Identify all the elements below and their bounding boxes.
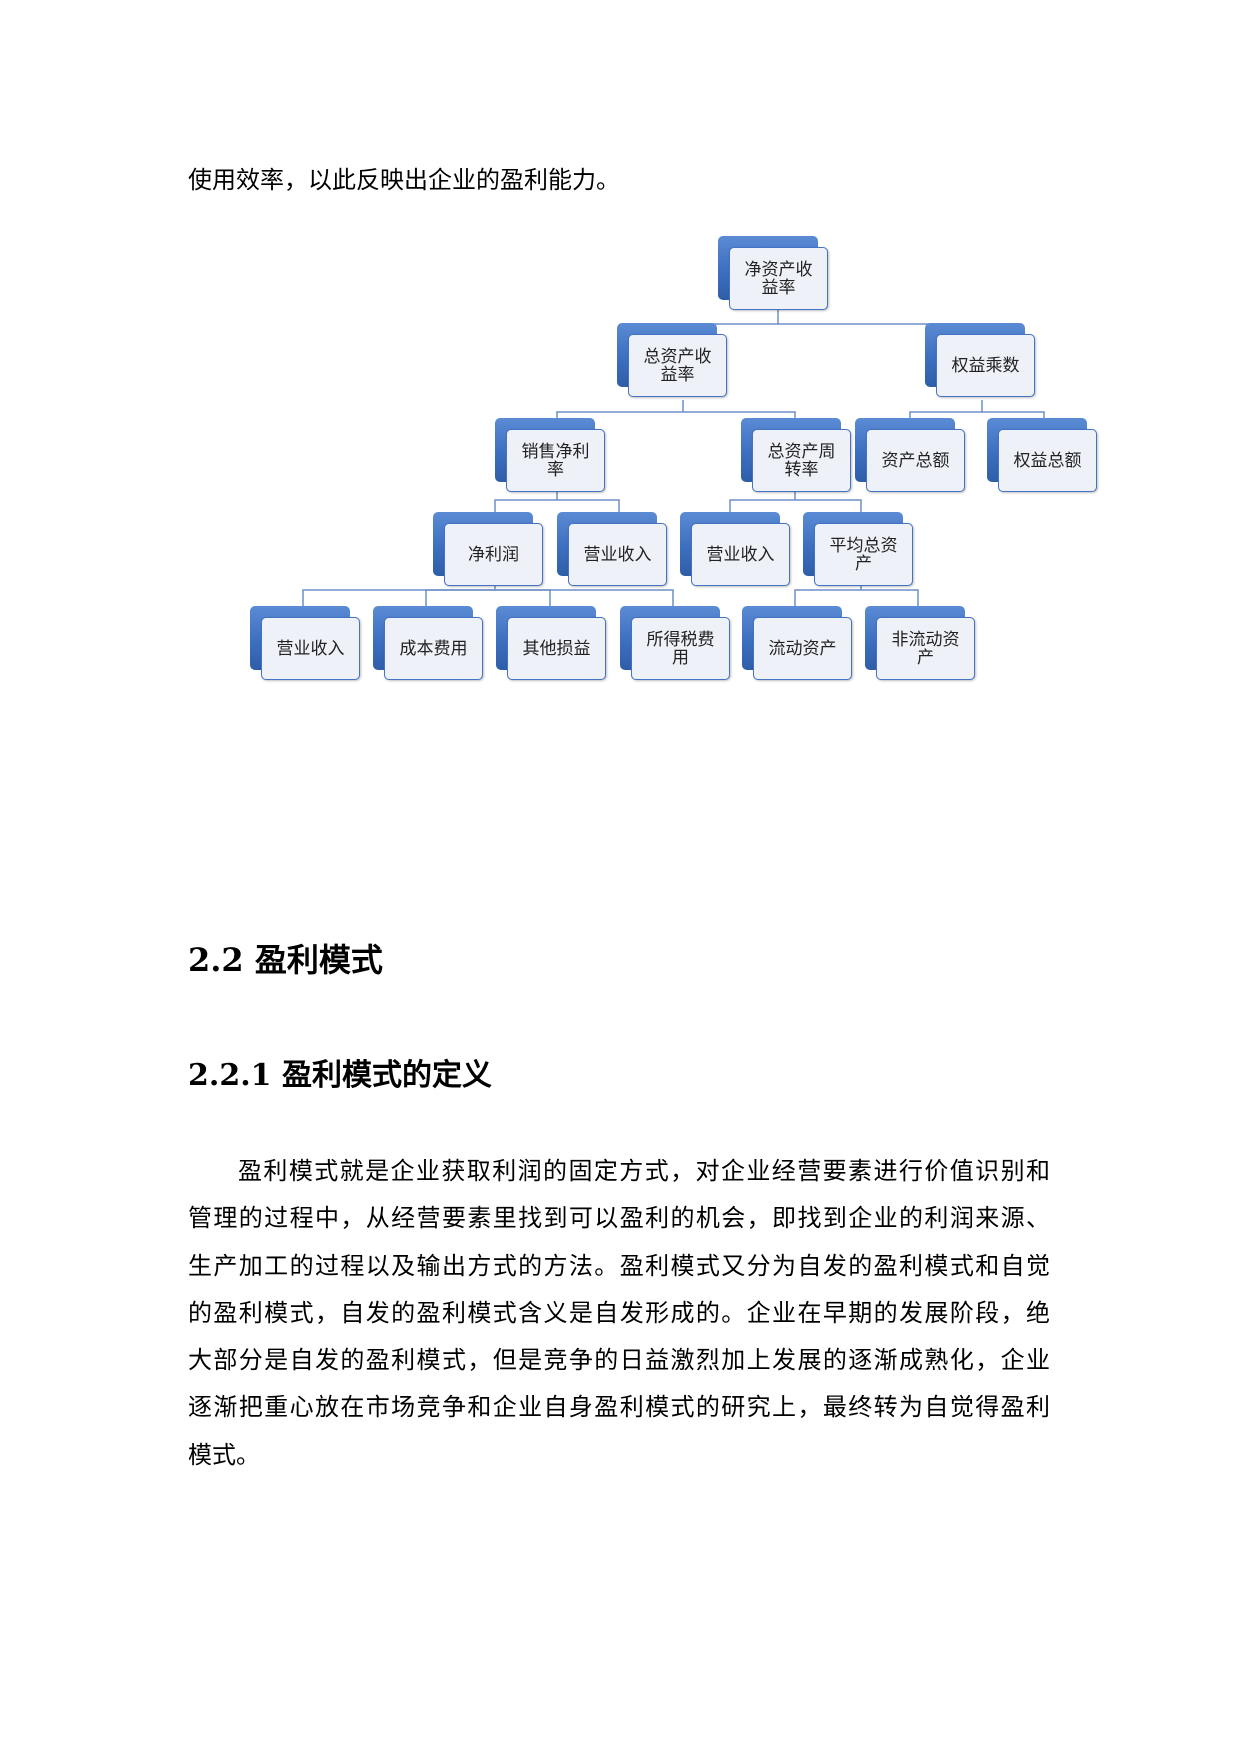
paragraph-line: 的盈利模式，自发的盈利模式含义是自发形成的。企业在早期的发展阶段，绝: [188, 1298, 1050, 1327]
paragraph-line: 逐渐把重心放在市场竞争和企业自身盈利模式的研究上，最终转为自觉得盈利: [188, 1393, 1050, 1422]
node-label: 平均总资产: [829, 535, 898, 574]
node-label: 流动资产: [768, 638, 837, 659]
node-equity-multiplier: 权益乘数: [925, 323, 1035, 397]
node-label: 权益乘数: [951, 355, 1020, 376]
node-label: 总资产收益率: [643, 346, 712, 385]
node-label: 营业收入: [276, 638, 345, 659]
node-label: 成本费用: [399, 638, 468, 659]
node-label: 净利润: [468, 544, 519, 565]
section-heading: 2.2 盈利模式: [188, 941, 383, 979]
paragraph-line: 大部分是自发的盈利模式，但是竞争的日益激烈加上发展的逐渐成熟化，企业: [188, 1346, 1050, 1375]
node-total-asset-return: 总资产收益率: [617, 323, 727, 397]
node-label: 所得税费用: [646, 629, 715, 668]
node-label: 销售净利率: [521, 441, 590, 480]
node-income-tax: 所得税费用: [620, 606, 730, 680]
node-label: 非流动资产: [891, 629, 960, 668]
node-asset-turnover: 总资产周转率: [741, 418, 851, 492]
node-root: 净资产收益率: [718, 236, 828, 310]
node-revenue-c: 营业收入: [250, 606, 360, 680]
node-label: 其他损益: [522, 638, 591, 659]
subsection-heading: 2.2.1 盈利模式的定义: [188, 1058, 492, 1093]
node-revenue-b: 营业收入: [680, 512, 790, 586]
node-revenue-a: 营业收入: [557, 512, 667, 586]
node-label: 营业收入: [583, 544, 652, 565]
node-total-equity: 权益总额: [987, 418, 1097, 492]
node-label: 权益总额: [1013, 450, 1082, 471]
node-label: 营业收入: [706, 544, 775, 565]
node-non-current-assets: 非流动资产: [865, 606, 975, 680]
node-label: 净资产收益率: [744, 259, 813, 298]
paragraph-line: 模式。: [188, 1440, 260, 1469]
paragraph-line: 管理的过程中，从经营要素里找到可以盈利的机会，即找到企业的利润来源、: [188, 1204, 1050, 1233]
node-net-profit: 净利润: [433, 512, 543, 586]
paragraph-line: 盈利模式就是企业获取利润的固定方式，对企业经营要素进行价值识别和: [238, 1157, 1050, 1185]
body-paragraph: 盈利模式就是企业获取利润的固定方式，对企业经营要素进行价值识别和 管理的过程中，…: [188, 1148, 1050, 1479]
intro-line: 使用效率，以此反映出企业的盈利能力。: [188, 166, 620, 194]
node-cost-expense: 成本费用: [373, 606, 483, 680]
node-other-gains-losses: 其他损益: [496, 606, 606, 680]
node-label: 资产总额: [881, 450, 950, 471]
node-current-assets: 流动资产: [742, 606, 852, 680]
node-net-profit-margin: 销售净利率: [495, 418, 605, 492]
node-avg-total-assets: 平均总资产: [803, 512, 913, 586]
paragraph-line: 生产加工的过程以及输出方式的方法。盈利模式又分为自发的盈利模式和自觉: [188, 1251, 1050, 1280]
node-label: 总资产周转率: [767, 441, 836, 480]
node-total-assets: 资产总额: [855, 418, 965, 492]
